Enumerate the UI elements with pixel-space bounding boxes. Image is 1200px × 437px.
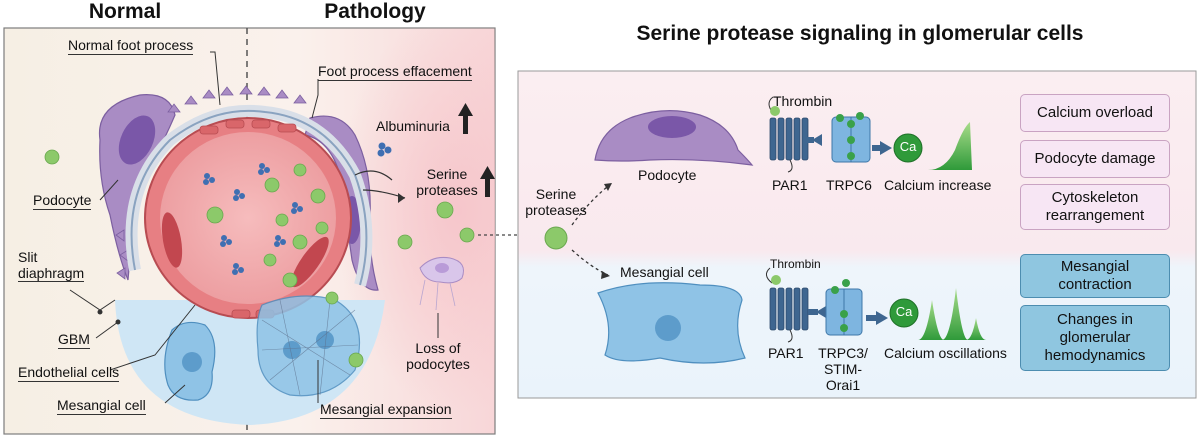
outcome-calcium-overload: Calcium overload: [1020, 94, 1170, 132]
central-protease: [544, 226, 568, 250]
label-serine-proteases-right: Serine proteases: [525, 186, 587, 218]
calcium-oscillations-wave: [918, 288, 986, 340]
right-podocyte-nucleus: [648, 116, 696, 138]
label-mesangial-expansion: Mesangial expansion: [320, 401, 452, 419]
label-loss-of-podocytes: Loss of podocytes: [406, 340, 470, 372]
foot-processes: [115, 85, 307, 280]
label-mesangial-cell-left: Mesangial cell: [57, 397, 146, 415]
header-normal: Normal: [88, 0, 162, 23]
label-calcium-increase: Calcium increase: [884, 177, 992, 193]
ca-ion-podocyte: [893, 133, 923, 163]
ca-symbol-podocyte: Ca: [899, 139, 917, 154]
ca-symbol-mesangial: Ca: [895, 304, 913, 319]
label-trpc6: TRPC6: [826, 177, 872, 193]
label-thrombin-podocyte: Thrombin: [773, 93, 833, 109]
outcome-glomerular-hemodynamics: Changes in glomerular hemodynamics: [1020, 305, 1170, 371]
label-calcium-oscillations: Calcium oscillations: [884, 345, 1007, 361]
header-pathology: Pathology: [324, 0, 426, 23]
ca-ion-mesangial: [889, 298, 919, 328]
label-thrombin-mesangial: Thrombin: [770, 257, 821, 271]
outcome-podocyte-damage: Podocyte damage: [1020, 140, 1170, 178]
label-par1-mesangial: PAR1: [768, 345, 804, 361]
label-albuminuria: Albuminuria: [376, 118, 450, 134]
outcome-mesangial-contraction: Mesangial contraction: [1020, 254, 1170, 298]
label-podocyte: Podocyte: [33, 192, 92, 210]
label-trpc3-stim-orai1: TRPC3/ STIM- Orai1: [818, 345, 868, 393]
trpc6-channel: [831, 112, 871, 163]
par1-receptor-podocyte: [768, 96, 809, 173]
label-normal-foot-process: Normal foot process: [68, 37, 194, 55]
label-gbm: GBM: [58, 331, 90, 349]
trpc3-channel: [825, 279, 863, 336]
up-arrow-albuminuria: [458, 103, 473, 134]
serine-protease-blobs: [44, 149, 475, 368]
capillary-lumen: [160, 132, 336, 304]
label-mesangial-cell-right: Mesangial cell: [620, 264, 709, 280]
label-endothelial-cells: Endothelial cells: [18, 364, 120, 382]
right-panel-title: Serine protease signaling in glomerular …: [636, 22, 1084, 45]
right-mesangial-nucleus: [655, 315, 681, 341]
label-foot-process-effacement: Foot process effacement: [318, 63, 472, 81]
label-slit-diaphragm: Slit diaphragm: [18, 249, 85, 282]
albumin-molecules: [203, 142, 392, 275]
normal-podocyte-nucleus: [118, 115, 156, 165]
outcome-cytoskeleton-rearrangement: Cytoskeleton rearrangement: [1020, 184, 1170, 230]
up-arrow-proteases: [480, 166, 495, 197]
par1-receptor-mesangial: [766, 267, 809, 343]
label-par1-podocyte: PAR1: [772, 177, 808, 193]
label-podocyte-right: Podocyte: [638, 167, 697, 183]
calcium-increase-wave: [928, 122, 972, 170]
gbm-line: [130, 109, 368, 286]
label-serine-proteases-left: Serine proteases: [416, 166, 478, 198]
